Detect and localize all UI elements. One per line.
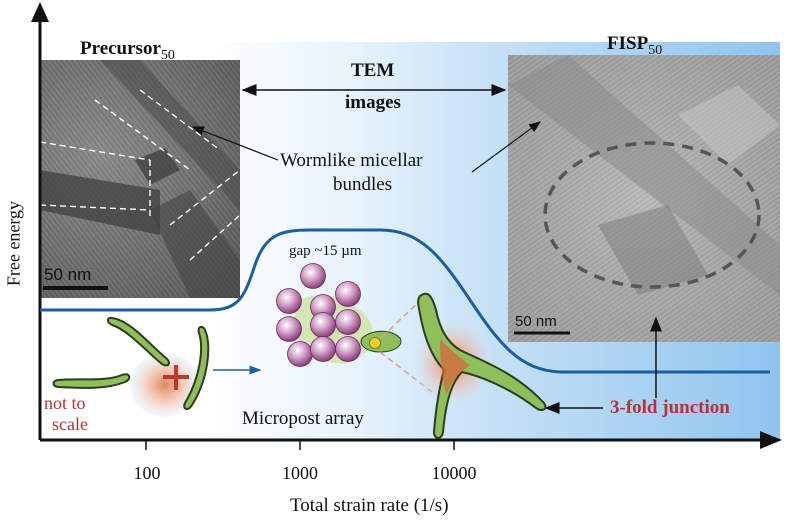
bundles-arrow-right (471, 121, 541, 173)
three-fold-junction-label: 3-fold junction (610, 397, 730, 418)
fisp-title: FISP50 (607, 33, 663, 58)
tem-label: TEM (351, 60, 395, 81)
precursor-title: Precursor50 (80, 38, 175, 63)
bundles-label-line1: Wormlike micellar (280, 150, 423, 171)
collision-glow (130, 353, 200, 417)
tem-image-precursor: 50 nm (40, 60, 240, 298)
scale-bar-right-label: 50 nm (515, 313, 557, 330)
bundles-label-line2: bundles (333, 174, 393, 195)
x-axis-arrowhead (760, 431, 782, 449)
free-energy-curve (40, 228, 770, 374)
not-to-scale-line2: scale (52, 414, 88, 434)
bundles-arrow-left (191, 126, 279, 161)
wormlike-micelles (52, 316, 210, 411)
three-fold-junction-micelle (417, 292, 547, 439)
gap-label: gap ~15 µm (289, 243, 362, 259)
precursor-bundles-graphic (40, 60, 240, 298)
not-to-scale-line1: not to (44, 393, 86, 413)
x-axis-label: Total strain rate (1/s) (290, 495, 449, 516)
micropost-array-label: Micropost array (242, 408, 364, 429)
scale-bar-left-label: 50 nm (44, 265, 92, 284)
x-tick-1000: 1000 (282, 463, 318, 483)
images-label: images (345, 92, 401, 113)
junction-highlight-ellipse (543, 141, 761, 289)
tem-image-fisp: 50 nm (508, 55, 780, 342)
fisp-bundles-graphic (508, 55, 780, 335)
collision-plus (163, 365, 189, 390)
micropost-array (276, 263, 361, 367)
x-tick-10000: 10000 (431, 463, 477, 483)
y-axis-arrowhead (31, 2, 49, 22)
x-axis-tick-marks (145, 440, 455, 450)
x-tick-100: 100 (133, 463, 161, 483)
y-axis-label: Free energy (3, 200, 24, 287)
